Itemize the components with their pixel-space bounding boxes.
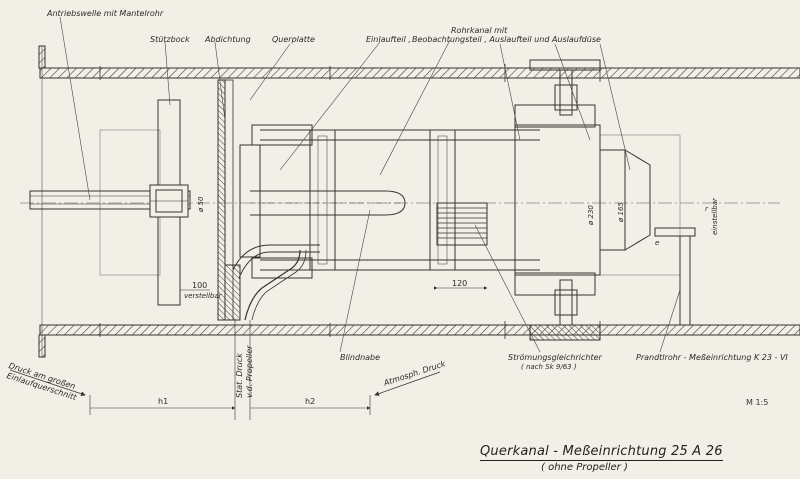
duct-wall-top (39, 67, 800, 79)
tube-channel (260, 129, 540, 271)
label-drive-shaft: Antriebswelle mit Mantelrohr (47, 9, 164, 18)
label-h1: h1 (158, 397, 169, 406)
top-mount (529, 59, 601, 116)
label-blind-hub: Blindnabe (340, 353, 381, 362)
label-flow-straightener: Strömungsgleichrichter (508, 353, 602, 362)
dim-r: r (705, 205, 708, 213)
label-tube-channel-parts: Beobachtungsteil , Auslaufteil und Ausla… (412, 35, 601, 44)
blind-hub (250, 190, 406, 216)
support-bracket (149, 99, 189, 306)
dim-50: ø 50 (197, 196, 205, 212)
duct-wall-bottom (39, 324, 800, 336)
label-flow-straightener-ref: ( nach Sk 9/63 ) (521, 363, 577, 371)
prandtl-tube (654, 227, 696, 325)
dim-230: ø 230 (587, 205, 595, 225)
dim-einstellbar: einstellbar (711, 198, 719, 235)
label-static-pressure: Stat. Druck (235, 353, 244, 398)
flow-straightener (436, 202, 488, 246)
label-inlet-part: Einlaufteil , (366, 35, 411, 44)
label-h2: h2 (305, 397, 316, 406)
label-prandtl-tube: Prandtlrohr - Meßeinrichtung K 23 - VI (636, 353, 788, 362)
dim-100: 100 (192, 281, 208, 290)
label-tube-channel: Rohrkanal mit (451, 26, 508, 35)
label-cross-plate: Querplatte (272, 35, 315, 44)
drawing-title: Querkanal - Meßeinrichtung 25 A 26 (480, 444, 723, 461)
outlet-section (514, 104, 651, 296)
dim-e: e (655, 239, 660, 247)
drawing-subtitle: ( ohne Propeller ) (541, 462, 628, 473)
dim-120: 120 (452, 279, 468, 288)
inlet-part (239, 124, 313, 279)
label-seal: Abdichtung (205, 35, 251, 44)
dim-165: ø 165 (617, 202, 625, 222)
label-support-bracket: Stützbock (150, 35, 190, 44)
bottom-mount (529, 279, 601, 341)
drawing-scale: M 1:5 (746, 398, 769, 407)
dim-adjustable: verstellbar (184, 292, 222, 300)
label-before-propeller: v.d. Propeller (245, 345, 254, 398)
